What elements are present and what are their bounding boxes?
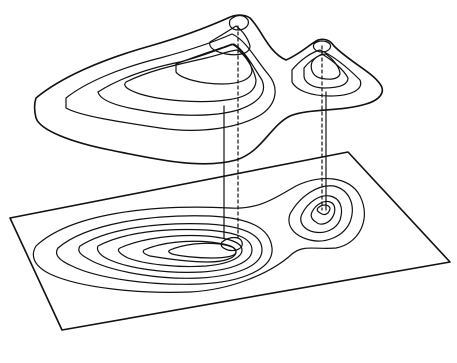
projection-lines bbox=[224, 26, 326, 238]
map-plane-border bbox=[10, 152, 450, 330]
terrain-surface bbox=[35, 15, 383, 164]
map-contour-major-6 bbox=[169, 243, 236, 258]
terrain-contour-1 bbox=[66, 34, 275, 130]
terrain-small-contour-2 bbox=[304, 54, 348, 88]
map-contour-major-4 bbox=[118, 236, 242, 267]
map-plane bbox=[10, 152, 450, 330]
map-contour-major-1 bbox=[57, 216, 273, 285]
terrain-contour-3 bbox=[125, 50, 256, 102]
terrain-small-contour-3 bbox=[311, 54, 340, 79]
terrain-outline bbox=[35, 15, 383, 164]
map-contour-minor-4 bbox=[317, 205, 330, 215]
